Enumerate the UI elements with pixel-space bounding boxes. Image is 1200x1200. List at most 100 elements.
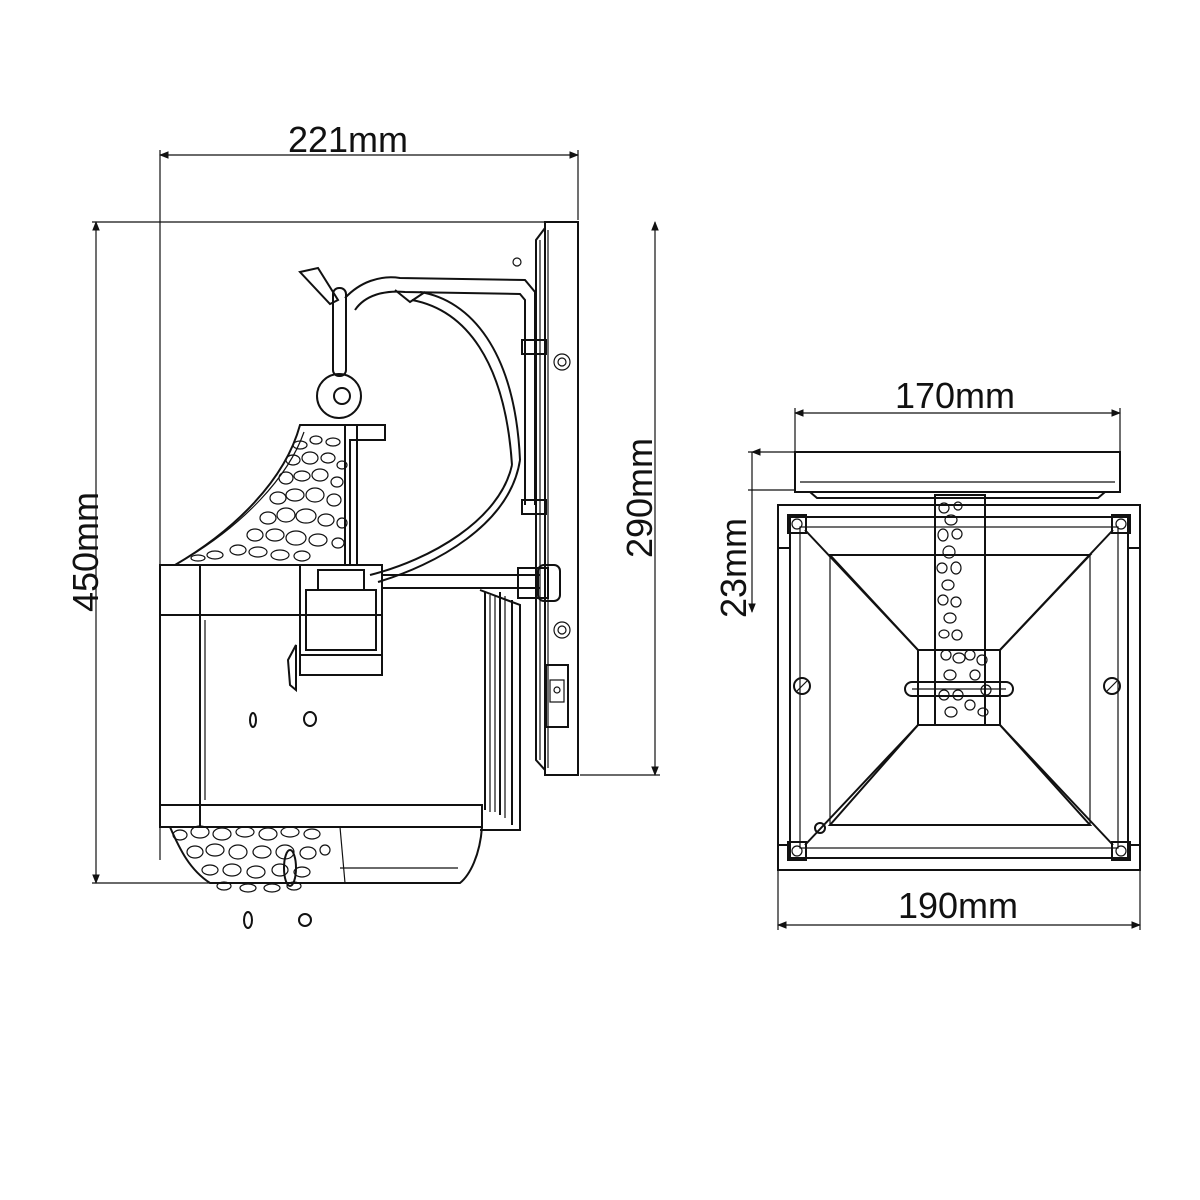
stone-texture-top: [190, 435, 348, 562]
backplate-top: [794, 451, 1121, 493]
stone-cell: [951, 629, 963, 641]
stone-cell: [937, 528, 949, 542]
stone-cell: [190, 554, 206, 562]
stone-cell: [303, 828, 321, 840]
dimension-backplate-height: 290mm: [580, 221, 660, 776]
stone-cell: [299, 846, 317, 860]
stone-cell: [940, 649, 952, 661]
lamp-socket: [286, 564, 383, 693]
label-overall-width: 221mm: [288, 119, 408, 160]
stone-cell: [278, 471, 294, 485]
stone-cell: [308, 533, 328, 547]
stone-cell: [950, 561, 962, 575]
stone-cell: [964, 699, 976, 711]
stone-cell: [246, 528, 264, 542]
stone-cell: [206, 550, 224, 560]
stone-cell: [944, 514, 958, 526]
stone-cell: [222, 863, 242, 877]
stone-cell: [212, 827, 232, 841]
stone-cell: [964, 649, 976, 661]
stone-cell: [331, 537, 345, 549]
label-backplate-height: 290mm: [619, 438, 660, 558]
stone-cell: [275, 844, 295, 860]
stone-cell: [325, 437, 341, 447]
stone-cell: [977, 707, 989, 717]
stone-cell: [969, 669, 981, 681]
label-backplate-width: 170mm: [895, 375, 1015, 416]
stone-cell: [228, 844, 248, 860]
wall-backplate: [512, 221, 579, 776]
stone-cell: [216, 881, 232, 891]
stone-cell: [246, 865, 266, 879]
stone-cell: [270, 549, 290, 561]
stone-cell: [172, 829, 188, 841]
stone-cell: [248, 546, 268, 558]
stone-cell: [276, 507, 296, 523]
stone-cell: [951, 528, 963, 540]
label-lantern-width: 190mm: [898, 885, 1018, 926]
stone-texture-bottom: [172, 825, 331, 893]
stone-cell: [229, 544, 247, 556]
stone-cell: [326, 493, 342, 507]
dimension-overall-width: 221mm: [159, 119, 579, 860]
stone-cell: [293, 550, 311, 562]
stone-cell: [330, 476, 344, 488]
stone-cell: [280, 826, 300, 838]
stone-cell: [950, 596, 962, 608]
lantern-plan-square: [777, 494, 1141, 871]
stone-cell: [252, 845, 272, 859]
stone-cell: [258, 827, 278, 841]
stone-cell: [938, 502, 950, 514]
dimension-backplate-depth: 23mm: [713, 452, 795, 618]
stone-cell: [186, 845, 204, 859]
label-backplate-depth: 23mm: [713, 518, 754, 618]
stone-cell: [944, 706, 958, 718]
side-view: 221mm 450mm 290mm: [65, 119, 660, 929]
stone-cell: [265, 528, 285, 542]
stone-cell: [942, 545, 956, 559]
stone-cell: [263, 883, 281, 893]
stone-cell: [943, 612, 957, 624]
stone-texture-stem: [936, 501, 992, 718]
dimension-lantern-width: 190mm: [777, 870, 1141, 930]
lantern-top-cap: [171, 424, 386, 566]
lantern-glass-body: [159, 589, 521, 929]
stone-cell: [286, 881, 302, 891]
stone-cell: [317, 513, 335, 527]
stone-cell: [976, 654, 988, 666]
lantern-bottom: [159, 804, 483, 893]
stone-cell: [285, 488, 305, 502]
stone-cell: [311, 468, 329, 482]
stone-cell: [201, 864, 219, 876]
stone-cell: [269, 491, 287, 505]
dimension-backplate-width: 170mm: [794, 375, 1121, 490]
stone-cell: [293, 866, 311, 878]
stone-cell: [936, 562, 948, 574]
label-overall-height: 450mm: [65, 492, 106, 612]
stone-cell: [239, 883, 257, 893]
stone-cell: [305, 487, 325, 503]
stone-cell: [941, 579, 955, 591]
stone-cell: [293, 470, 311, 482]
stone-cell: [301, 451, 319, 465]
stone-cell: [320, 452, 336, 464]
stone-cell: [295, 508, 317, 524]
stone-cell: [943, 669, 957, 681]
stone-cell: [952, 652, 966, 664]
stone-cell: [953, 501, 963, 511]
stone-cell: [285, 530, 307, 546]
stone-cell: [271, 863, 289, 877]
stone-cell: [292, 440, 308, 450]
stone-cell: [190, 825, 210, 839]
stone-cell: [319, 844, 331, 856]
stone-cell: [937, 594, 949, 606]
stone-cell: [336, 460, 348, 470]
stone-cell: [259, 511, 277, 525]
stone-cell: [205, 843, 225, 857]
plan-view: 170mm 23mm 190mm: [713, 375, 1141, 930]
stone-cell: [336, 517, 348, 529]
stone-cell: [309, 435, 323, 445]
stone-cell: [285, 454, 301, 466]
mounting-arm: [298, 266, 547, 583]
